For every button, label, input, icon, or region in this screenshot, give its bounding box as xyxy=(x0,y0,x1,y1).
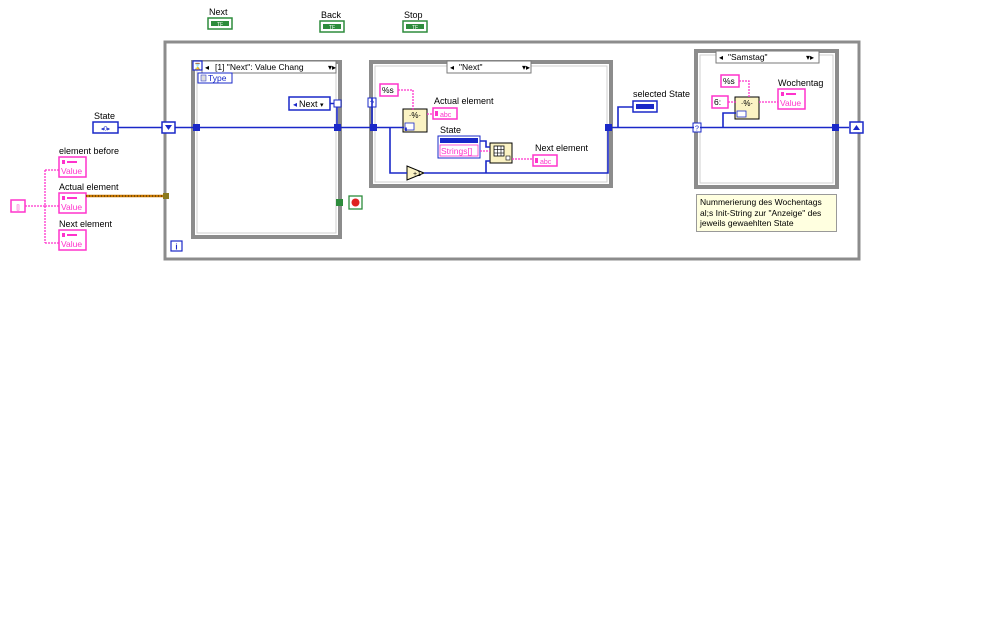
shift-register-right[interactable] xyxy=(849,121,864,134)
samstag-arrow-right-icon: ▾▸ xyxy=(806,53,814,62)
actual-element-label: Actual element xyxy=(59,182,119,192)
abc-glyph-2: abc xyxy=(540,159,552,166)
case-selector-samstag-label: "Samstag" xyxy=(728,52,768,62)
samstag-arrow-left-icon: ◂ xyxy=(719,53,723,62)
wochentag-indicator: Value xyxy=(777,88,806,110)
stop-bool-glyph: TF xyxy=(412,25,418,31)
event-data-node xyxy=(197,72,233,84)
state-enum-glyph: ◂0▸ xyxy=(101,127,110,133)
hourglass-icon: ⌛ xyxy=(193,63,201,71)
case-structure-samstag[interactable] xyxy=(694,49,839,189)
next-enum-label: Next xyxy=(299,99,318,109)
stop-condition-icon[interactable] xyxy=(348,195,363,210)
stop-control[interactable]: TF xyxy=(402,20,428,33)
state-strings-property[interactable]: Strings[] xyxy=(437,135,481,159)
next-label: Next xyxy=(209,7,228,17)
event-selector-arrow-right: ▾▸ xyxy=(328,63,336,72)
format-icon-2: ·%· xyxy=(741,99,753,108)
back-label: Back xyxy=(321,10,342,20)
actual-element-indicator-left: Value xyxy=(58,192,87,214)
strings-label: Strings[] xyxy=(441,146,472,156)
samstag-index-constant[interactable]: 6: xyxy=(711,95,729,109)
back-bool-glyph: TF xyxy=(329,25,335,31)
stop-tunnel xyxy=(336,199,343,206)
back-control[interactable]: TF xyxy=(319,20,345,33)
chevron-down-icon: ▾ xyxy=(320,102,324,109)
blue-tunnels xyxy=(193,99,839,131)
selected-state-indicator xyxy=(632,100,658,113)
event-selector-arrow-left: ◂ xyxy=(205,63,209,72)
event-selector-label: [1] "Next": Value Chang xyxy=(215,62,304,72)
event-structure[interactable] xyxy=(191,60,342,239)
event-type-label: Type xyxy=(208,73,227,83)
case-next-element-label: Next element xyxy=(535,143,589,153)
element-before-value: Value xyxy=(61,166,82,176)
abc-glyph: abc xyxy=(440,112,452,119)
samstag-index-text: 6: xyxy=(714,97,721,107)
case-arrow-left-icon: ◂ xyxy=(450,63,454,72)
case-arrow-right-icon: ▾▸ xyxy=(522,63,530,72)
state-label: State xyxy=(94,111,115,121)
iteration-glyph: i xyxy=(175,243,177,252)
format-string-constant[interactable]: %s xyxy=(379,83,399,97)
element-before-label: element before xyxy=(59,146,119,156)
array-wire xyxy=(86,193,169,199)
event-timeout-terminal xyxy=(192,60,203,71)
index-array-node[interactable] xyxy=(489,142,513,164)
samstag-format-node[interactable]: ·%· xyxy=(734,96,760,120)
next-element-indicator-left: Value xyxy=(58,229,87,251)
case-actual-element-label: Actual element xyxy=(434,96,494,106)
iteration-terminal xyxy=(170,240,183,252)
next-bool-glyph: TF xyxy=(217,22,223,28)
wochentag-label: Wochentag xyxy=(778,78,823,88)
plus-one-icon: +1 xyxy=(413,171,421,178)
next-element-value: Value xyxy=(61,239,82,249)
case-state-label: State xyxy=(440,125,461,135)
blue-wires xyxy=(118,98,849,174)
empty-array-glyph: [] xyxy=(16,205,20,211)
element-before-indicator: Value xyxy=(58,156,87,178)
case-selector-samstag[interactable] xyxy=(715,50,820,64)
next-element-label: Next element xyxy=(59,219,113,229)
format-icon: ·%· xyxy=(409,111,421,120)
actual-element-indicator: abc xyxy=(432,107,458,120)
next-enum-constant[interactable]: ◂ Next ▾ xyxy=(288,96,331,111)
pink-wires xyxy=(25,80,778,244)
question-icon-2: ? xyxy=(695,126,699,133)
empty-array-constant[interactable]: [] xyxy=(10,199,26,213)
state-control[interactable]: ◂0▸ xyxy=(92,121,119,134)
enum-arrow-left: ◂ xyxy=(293,100,297,109)
comment-box[interactable]: Nummerierung des Wochentags al;s Init-St… xyxy=(696,194,837,232)
while-loop[interactable] xyxy=(163,40,861,261)
next-element-indicator: abc xyxy=(532,154,558,167)
case-selector-next-label: "Next" xyxy=(459,62,483,72)
wochentag-value: Value xyxy=(780,98,801,108)
shift-register-left[interactable] xyxy=(161,121,176,134)
stop-label: Stop xyxy=(404,10,423,20)
case-selector-next[interactable] xyxy=(446,60,532,74)
samstag-format-string[interactable]: %s xyxy=(720,74,740,88)
format-into-string-node[interactable]: ·%· xyxy=(402,108,428,133)
samstag-format-text: %s xyxy=(723,76,735,86)
selected-state-label: selected State xyxy=(633,89,690,99)
actual-element-value: Value xyxy=(61,202,82,212)
format-string-text: %s xyxy=(382,85,394,95)
next-control[interactable]: TF xyxy=(207,17,233,30)
